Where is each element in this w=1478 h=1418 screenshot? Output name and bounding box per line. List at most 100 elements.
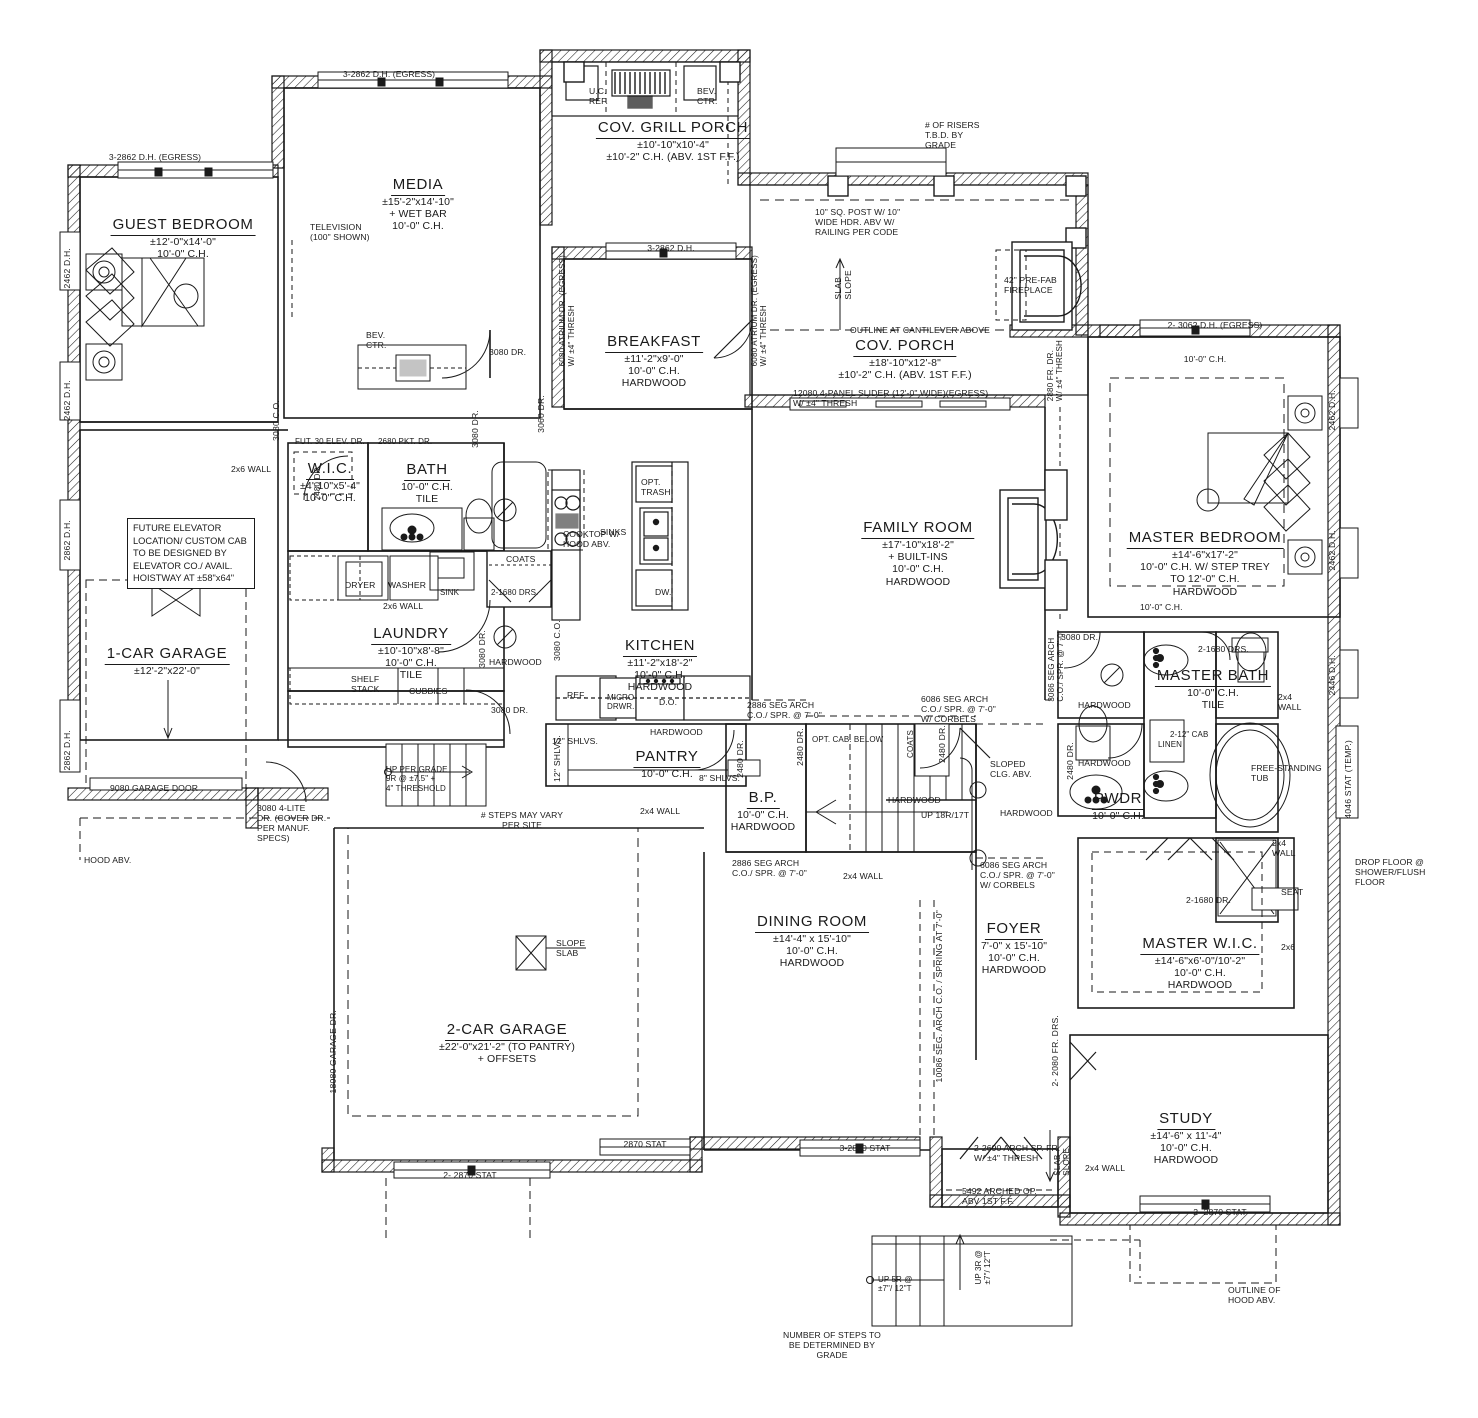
note-line: 3-2870 STAT (839, 1143, 891, 1153)
note-line: 2886 SEG ARCH (747, 700, 815, 710)
note-line: MICRO (607, 693, 635, 702)
note-n-3080-dr-mb: 3080 DR. (1061, 632, 1098, 642)
vnote-v-3080-co-kit: 3080 C.O. (552, 620, 562, 661)
room-label-guest-bedroom: GUEST BEDROOM±12'-0"x14'-0"10'-0" C.H. (110, 216, 256, 261)
note-line: HOISTWAY AT ±58"x64" (133, 573, 235, 584)
note-line: SEAT (1281, 887, 1304, 897)
note-line: SHOWER/FLUSH (1355, 867, 1426, 878)
note-line: TELEVISION (310, 222, 362, 232)
room-label-bp: B.P.10'-0" C.H.HARDWOOD (731, 789, 795, 833)
note-n-8-shlvs: 8" SHLVS. (699, 773, 740, 783)
room-spec: ±10'-10"x10'-4" (637, 138, 709, 151)
note-n-bev-ctr-porch: BEV.CTR. (697, 86, 717, 106)
note-line: 3080 C.O. (271, 400, 281, 441)
note-line: 3-2862 D.H. (EGRESS) (342, 69, 436, 79)
note-n-212-cab: 2-12" CAB (1170, 730, 1208, 739)
room-name: MASTER BATH (1154, 667, 1272, 687)
note-n-cooktop: COOKTOP W/HOOD ABV. (563, 529, 620, 549)
note-line: HARDWOOD (650, 727, 703, 737)
note-line: ELEVATOR CO./ AVAIL. (133, 560, 233, 571)
note-line: NUMBER OF STEPS TO (783, 1330, 881, 1340)
note-n-pkt-dr: 2680 PKT. DR. (378, 437, 432, 446)
note-line: FREE-STANDING (1251, 763, 1322, 773)
note-line: 3-2862 D.H. (EGRESS) (108, 152, 202, 162)
note-line: ±7"/ 12"T (878, 1284, 912, 1294)
note-n-do: D.O. (659, 697, 677, 707)
note-line: 2x4 (1278, 692, 1293, 702)
room-name: COV. PORCH (853, 337, 957, 357)
room-name: MEDIA (390, 176, 446, 196)
note-line: FUT. 30 ELEV. DR. (295, 437, 365, 446)
room-spec: HARDWOOD (981, 964, 1047, 977)
note-line: SLOPED (990, 759, 1026, 769)
note-line: 2480 DR. (735, 740, 745, 778)
note-line: 2480 DR. (795, 728, 805, 766)
note-line: 2- 3062 D.H. (EGRESS) (1167, 320, 1263, 330)
note-line: 3080 DR. (470, 410, 480, 448)
room-name: BATH (404, 461, 450, 481)
room-spec: + BUILT-INS (888, 551, 948, 564)
note-line: 4046 STAT (TEMP.) (1343, 740, 1353, 819)
note-line: RAILING PER CODE (815, 227, 899, 238)
room-spec: HARDWOOD (779, 957, 845, 970)
note-line: DRWR. (607, 702, 635, 712)
note-line: 3080 DR. (489, 347, 527, 357)
note-line: 2x4 WALL (640, 806, 681, 816)
room-spec: 7'-0" x 15'-10" (980, 939, 1048, 952)
vnote-v-2862-1: 2862 D.H. (62, 520, 72, 561)
note-n-garage-door: 9080 GARAGE DOOR (110, 783, 198, 793)
note-line: 4" THRESHOLD (386, 783, 446, 793)
note-line: 2862 D.H. (62, 520, 72, 561)
room-spec: ±12'-2"x22'-0" (134, 664, 200, 677)
note-line: DW. (655, 587, 672, 597)
vnote-v-2462-1: 2462 D.H. (62, 248, 72, 289)
room-spec: ±4'-10"x5'-4" (300, 479, 360, 492)
note-line: 2862 D.H. (62, 730, 72, 771)
room-spec: 10'-0" C.H. (1092, 809, 1144, 822)
vnote-v-3080-dr-laun: 3080 DR. (477, 630, 487, 668)
vnote-v-2462-2: 2462 D.H. (62, 380, 72, 421)
note-line: 2480 DR. (937, 725, 947, 763)
note-line: BEV. (697, 86, 717, 96)
room-name: GUEST BEDROOM (110, 216, 256, 236)
room-spec: 10'-0" C.H. (157, 248, 209, 261)
note-n-bev-ctr-media: BEV.CTR. (366, 330, 386, 350)
note-n-2x4-wall-stair: 2x4 WALL (640, 806, 680, 816)
note-line: WASHER (388, 580, 427, 590)
note-line: 3080 DR. (477, 630, 487, 668)
room-name: LAUNDRY (371, 625, 451, 645)
room-label-master-bedroom: MASTER BEDROOM±14'-6"x17'-2"10'-0" C.H. … (1126, 529, 1284, 598)
note-line: SLOPE (1062, 1148, 1072, 1176)
note-line: (100" SHOWN) (310, 232, 370, 243)
note-line: TUB (1251, 773, 1269, 784)
note-line: 6080 ATRIUM DR. (EGRESS) (558, 255, 567, 367)
note-line: 3060 DR. (536, 395, 546, 433)
room-label-two-car-garage: 2-CAR GARAGE±22'-0"x21'-2" (TO PANTRY)+ … (439, 1021, 575, 1065)
room-label-cov-porch: COV. PORCH±18'-10"x12'-8"±10'-2" C.H. (A… (838, 337, 971, 381)
vnote-v-coats-stair: COATS (906, 730, 915, 758)
vnote-v-2080-fr-drs: 2- 2080 FR. DRS. (1050, 1015, 1060, 1087)
note-n-hardwood-kit: HARDWOOD (650, 727, 703, 737)
note-line: # OF RISERS (925, 120, 980, 130)
note-line: DRYER (345, 580, 376, 590)
note-n-up-5r: UP 5R @±7"/ 12"T (878, 1275, 912, 1294)
room-label-master-wic: MASTER W.I.C.±14'-6"x6'-0"/10'-2"10'-0" … (1140, 935, 1260, 992)
note-line: # STEPS MAY VARY (480, 810, 564, 820)
room-spec: 10'-0" C.H. (392, 220, 444, 233)
note-line: SLAB (556, 948, 579, 959)
note-line: 2880 FR. DR. (1046, 349, 1055, 402)
room-spec: HARDWOOD (1153, 1154, 1219, 1167)
note-line: 12" SHLVS. (552, 735, 562, 782)
note-line: 10'-0" C.H. (1183, 354, 1227, 364)
note-n-dryer: DRYER (345, 580, 375, 590)
room-name: STUDY (1157, 1110, 1215, 1130)
room-spec: 10'-0" C.H. (401, 480, 453, 493)
room-name: FAMILY ROOM (861, 519, 975, 539)
